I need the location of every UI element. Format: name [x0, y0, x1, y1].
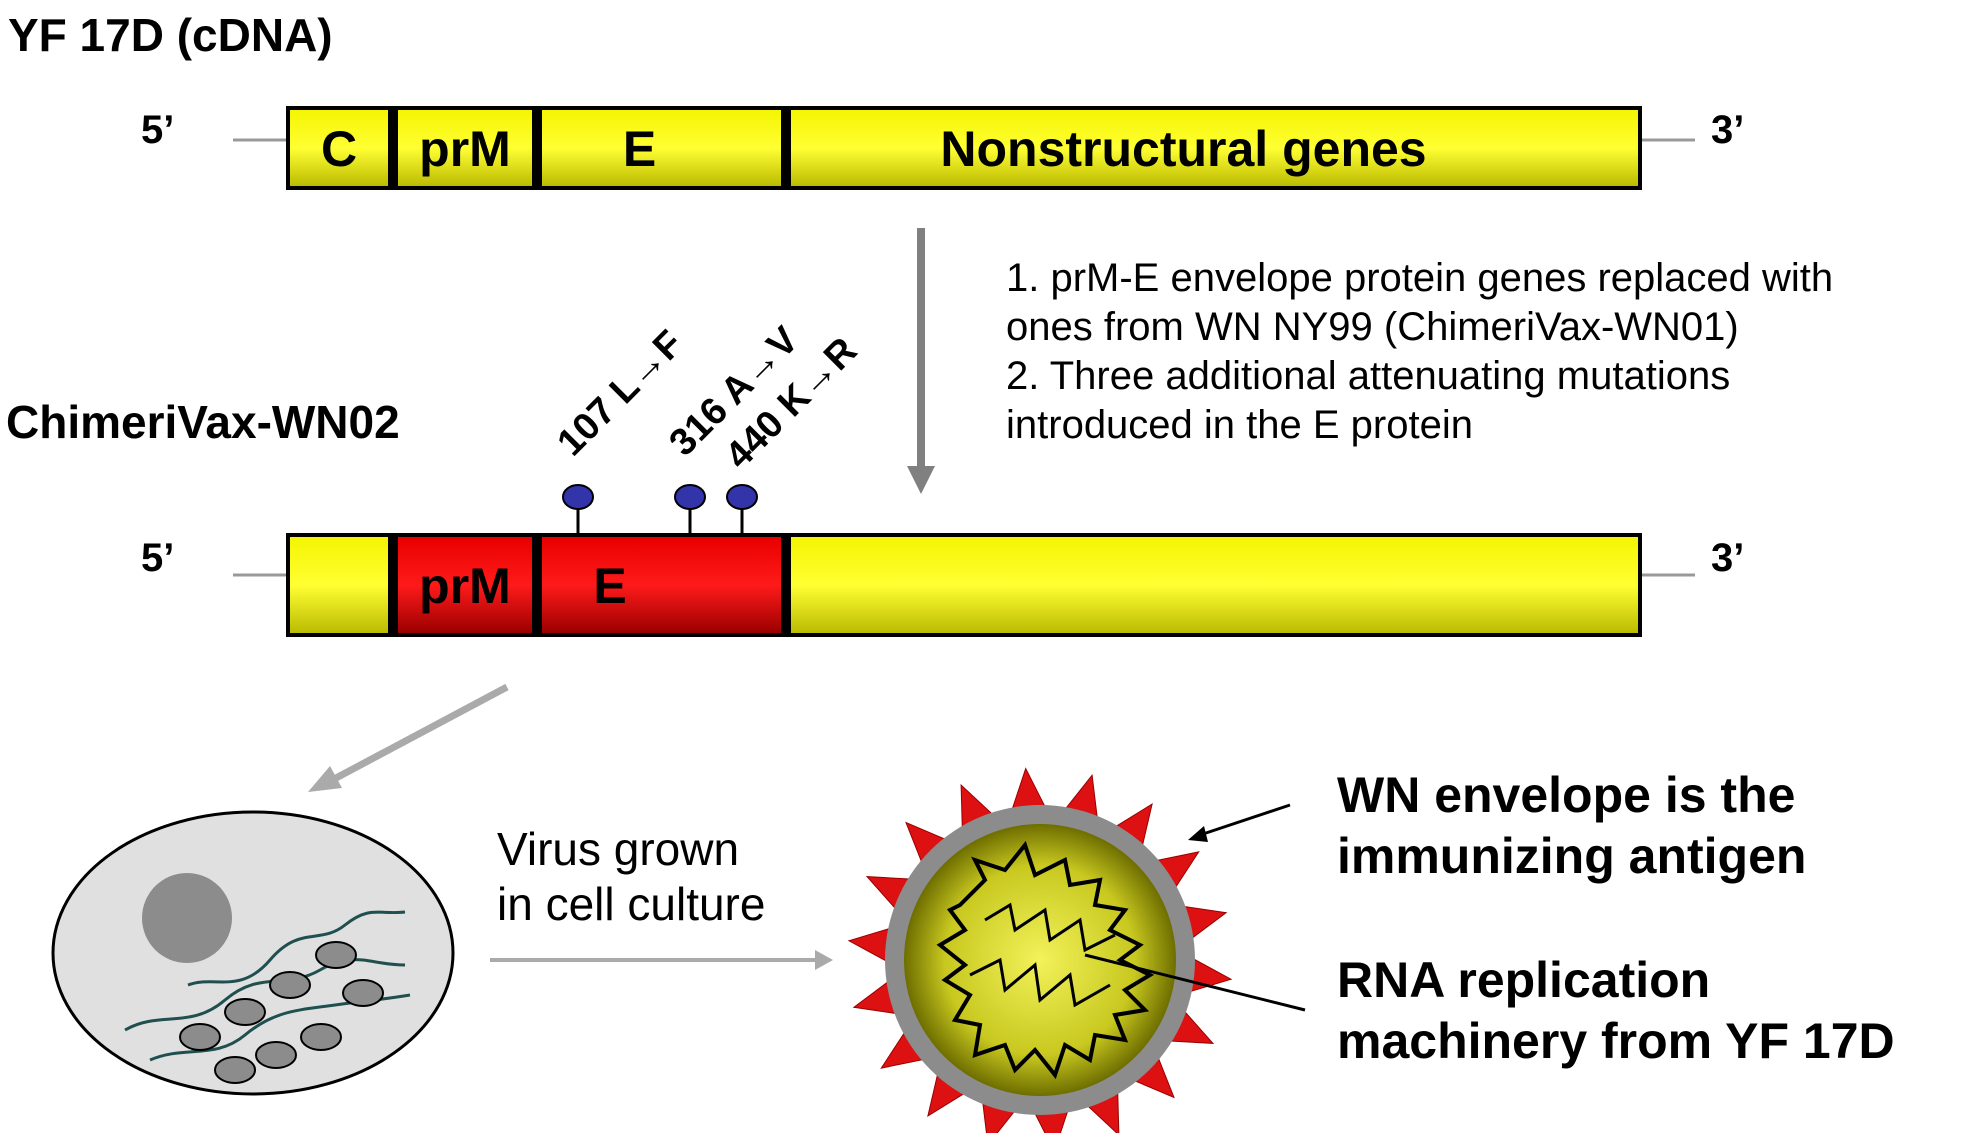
chimeric-gene-label-prm: prM	[419, 558, 511, 614]
virus-particle	[847, 767, 1233, 1133]
top-construct-bar	[233, 106, 1695, 190]
top-three-prime-label: 3’	[1711, 108, 1745, 152]
top-five-prime-label: 5’	[141, 108, 175, 152]
rna-label-line-2: machinery from YF 17D	[1337, 1013, 1895, 1069]
culture-caption-line-2: in cell culture	[497, 878, 766, 930]
replacement-arrow	[907, 228, 935, 494]
gene-label-nonstructural: Nonstructural genes	[940, 121, 1427, 177]
envelope-pointer	[1199, 803, 1291, 837]
bottom-three-prime-label: 3’	[1711, 536, 1745, 580]
bottom-construct-title: ChimeriVax-WN02	[6, 396, 400, 448]
top-construct-title: YF 17D (cDNA)	[8, 9, 333, 61]
gene-label-e: E	[622, 121, 657, 177]
cell-culture-illustration	[51, 810, 455, 1096]
bottom-five-prime-label: 5’	[141, 536, 175, 580]
culture-caption-line-1: Virus grown	[497, 823, 740, 875]
culture-arrow	[490, 950, 833, 970]
step-line-3: 2. Three additional attenuating mutation…	[1006, 354, 1731, 398]
step-line-2: ones from WN NY99 (ChimeriVax-WN01)	[1006, 305, 1739, 349]
step-line-4: introduced in the E protein	[1006, 403, 1473, 447]
gene-label-c: C	[320, 121, 358, 177]
step-line-1: 1. prM-E envelope protein genes replaced…	[1006, 256, 1834, 300]
chimeric-gene-label-e: E	[593, 558, 627, 614]
envelope-label-line-1: WN envelope is the	[1337, 767, 1796, 823]
bottom-construct-bar	[233, 533, 1695, 637]
rna-pointer	[1084, 953, 1306, 1012]
gene-label-prm: prM	[419, 121, 511, 177]
envelope-label-line-2: immunizing antigen	[1337, 828, 1807, 884]
mutation-markers	[562, 484, 758, 536]
to-cell-arrow	[308, 683, 509, 792]
rna-label-line-1: RNA replication	[1337, 952, 1711, 1008]
